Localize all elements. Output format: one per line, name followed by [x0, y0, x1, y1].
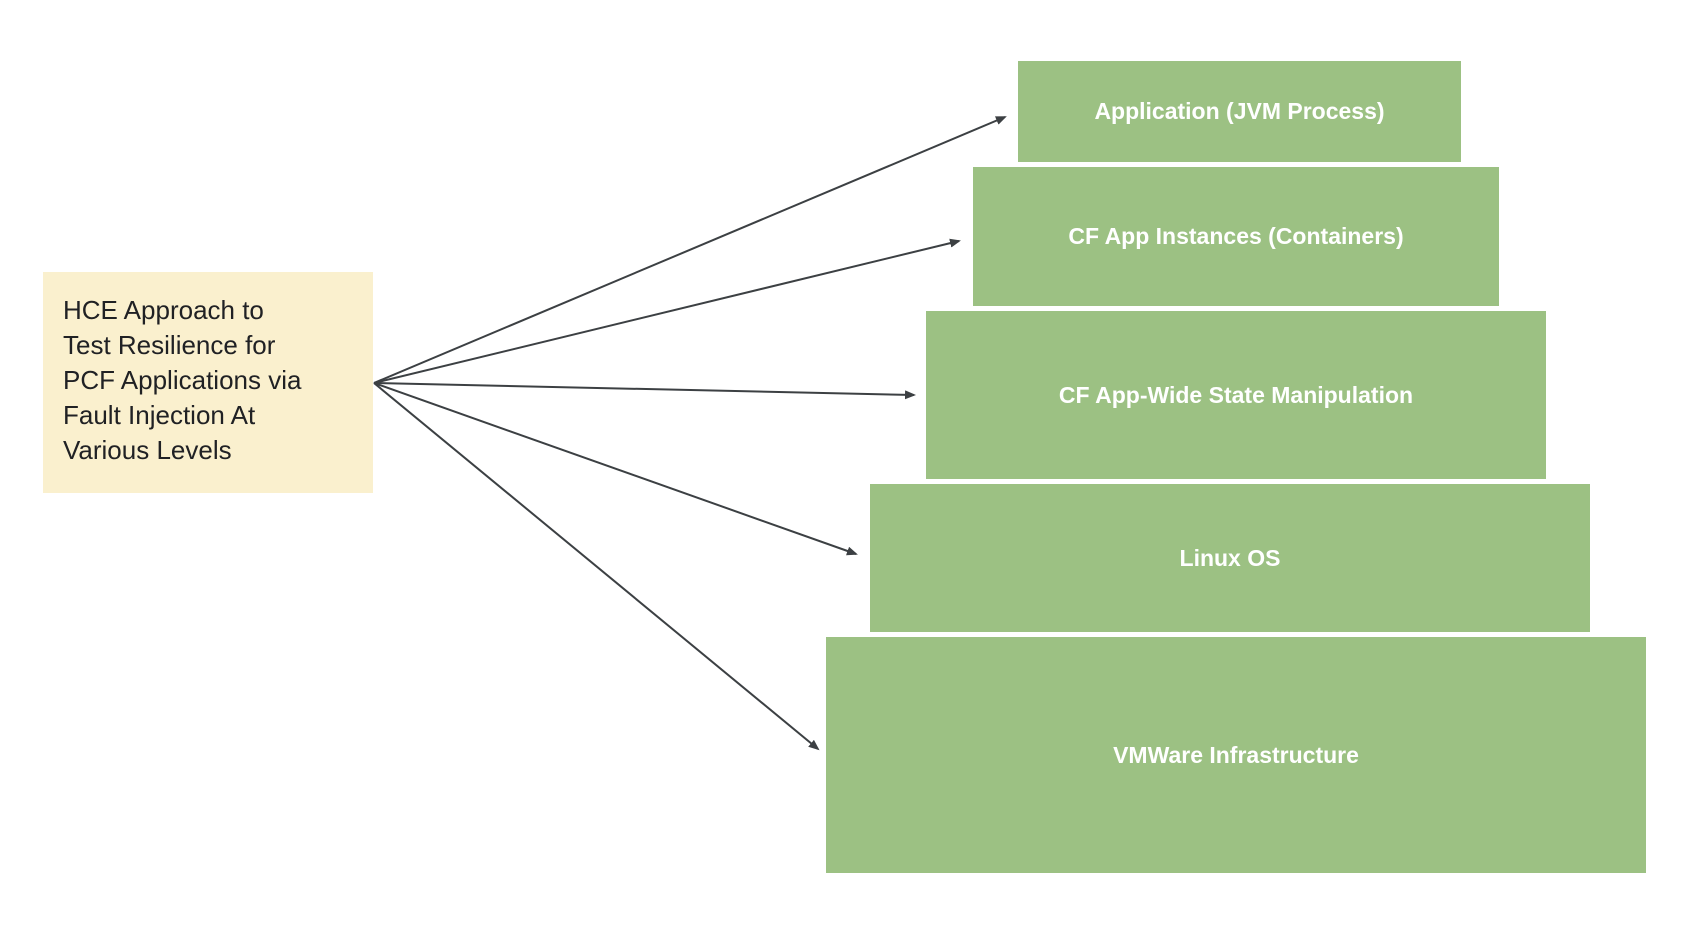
level-box-application-jvm-process: Application (JVM Process) — [1018, 61, 1461, 162]
arrow-to-cf-app-instances-icon — [373, 238, 961, 384]
arrow-to-application-icon — [373, 116, 1007, 384]
level-label: Linux OS — [1179, 544, 1281, 571]
arrow-to-linux-os-icon — [373, 382, 858, 556]
level-box-vmware-infrastructure: VMWare Infrastructure — [826, 637, 1646, 873]
level-label: Application (JVM Process) — [1094, 98, 1385, 124]
source-note: HCE Approach to Test Resilience for PCF … — [43, 272, 373, 493]
level-box-cf-app-wide-state-manipulation: CF App-Wide State Manipulation — [926, 311, 1546, 479]
arrow-to-vmware-infrastructure-icon — [373, 382, 820, 751]
level-label: CF App-Wide State Manipulation — [1058, 381, 1414, 408]
level-box-linux-os: Linux OS — [870, 484, 1590, 632]
level-label: VMWare Infrastructure — [1113, 741, 1359, 768]
level-box-cf-app-instances: CF App Instances (Containers) — [973, 167, 1499, 306]
arrow-to-cf-app-wide-state-icon — [373, 382, 916, 400]
level-label: CF App Instances (Containers) — [1068, 223, 1404, 249]
